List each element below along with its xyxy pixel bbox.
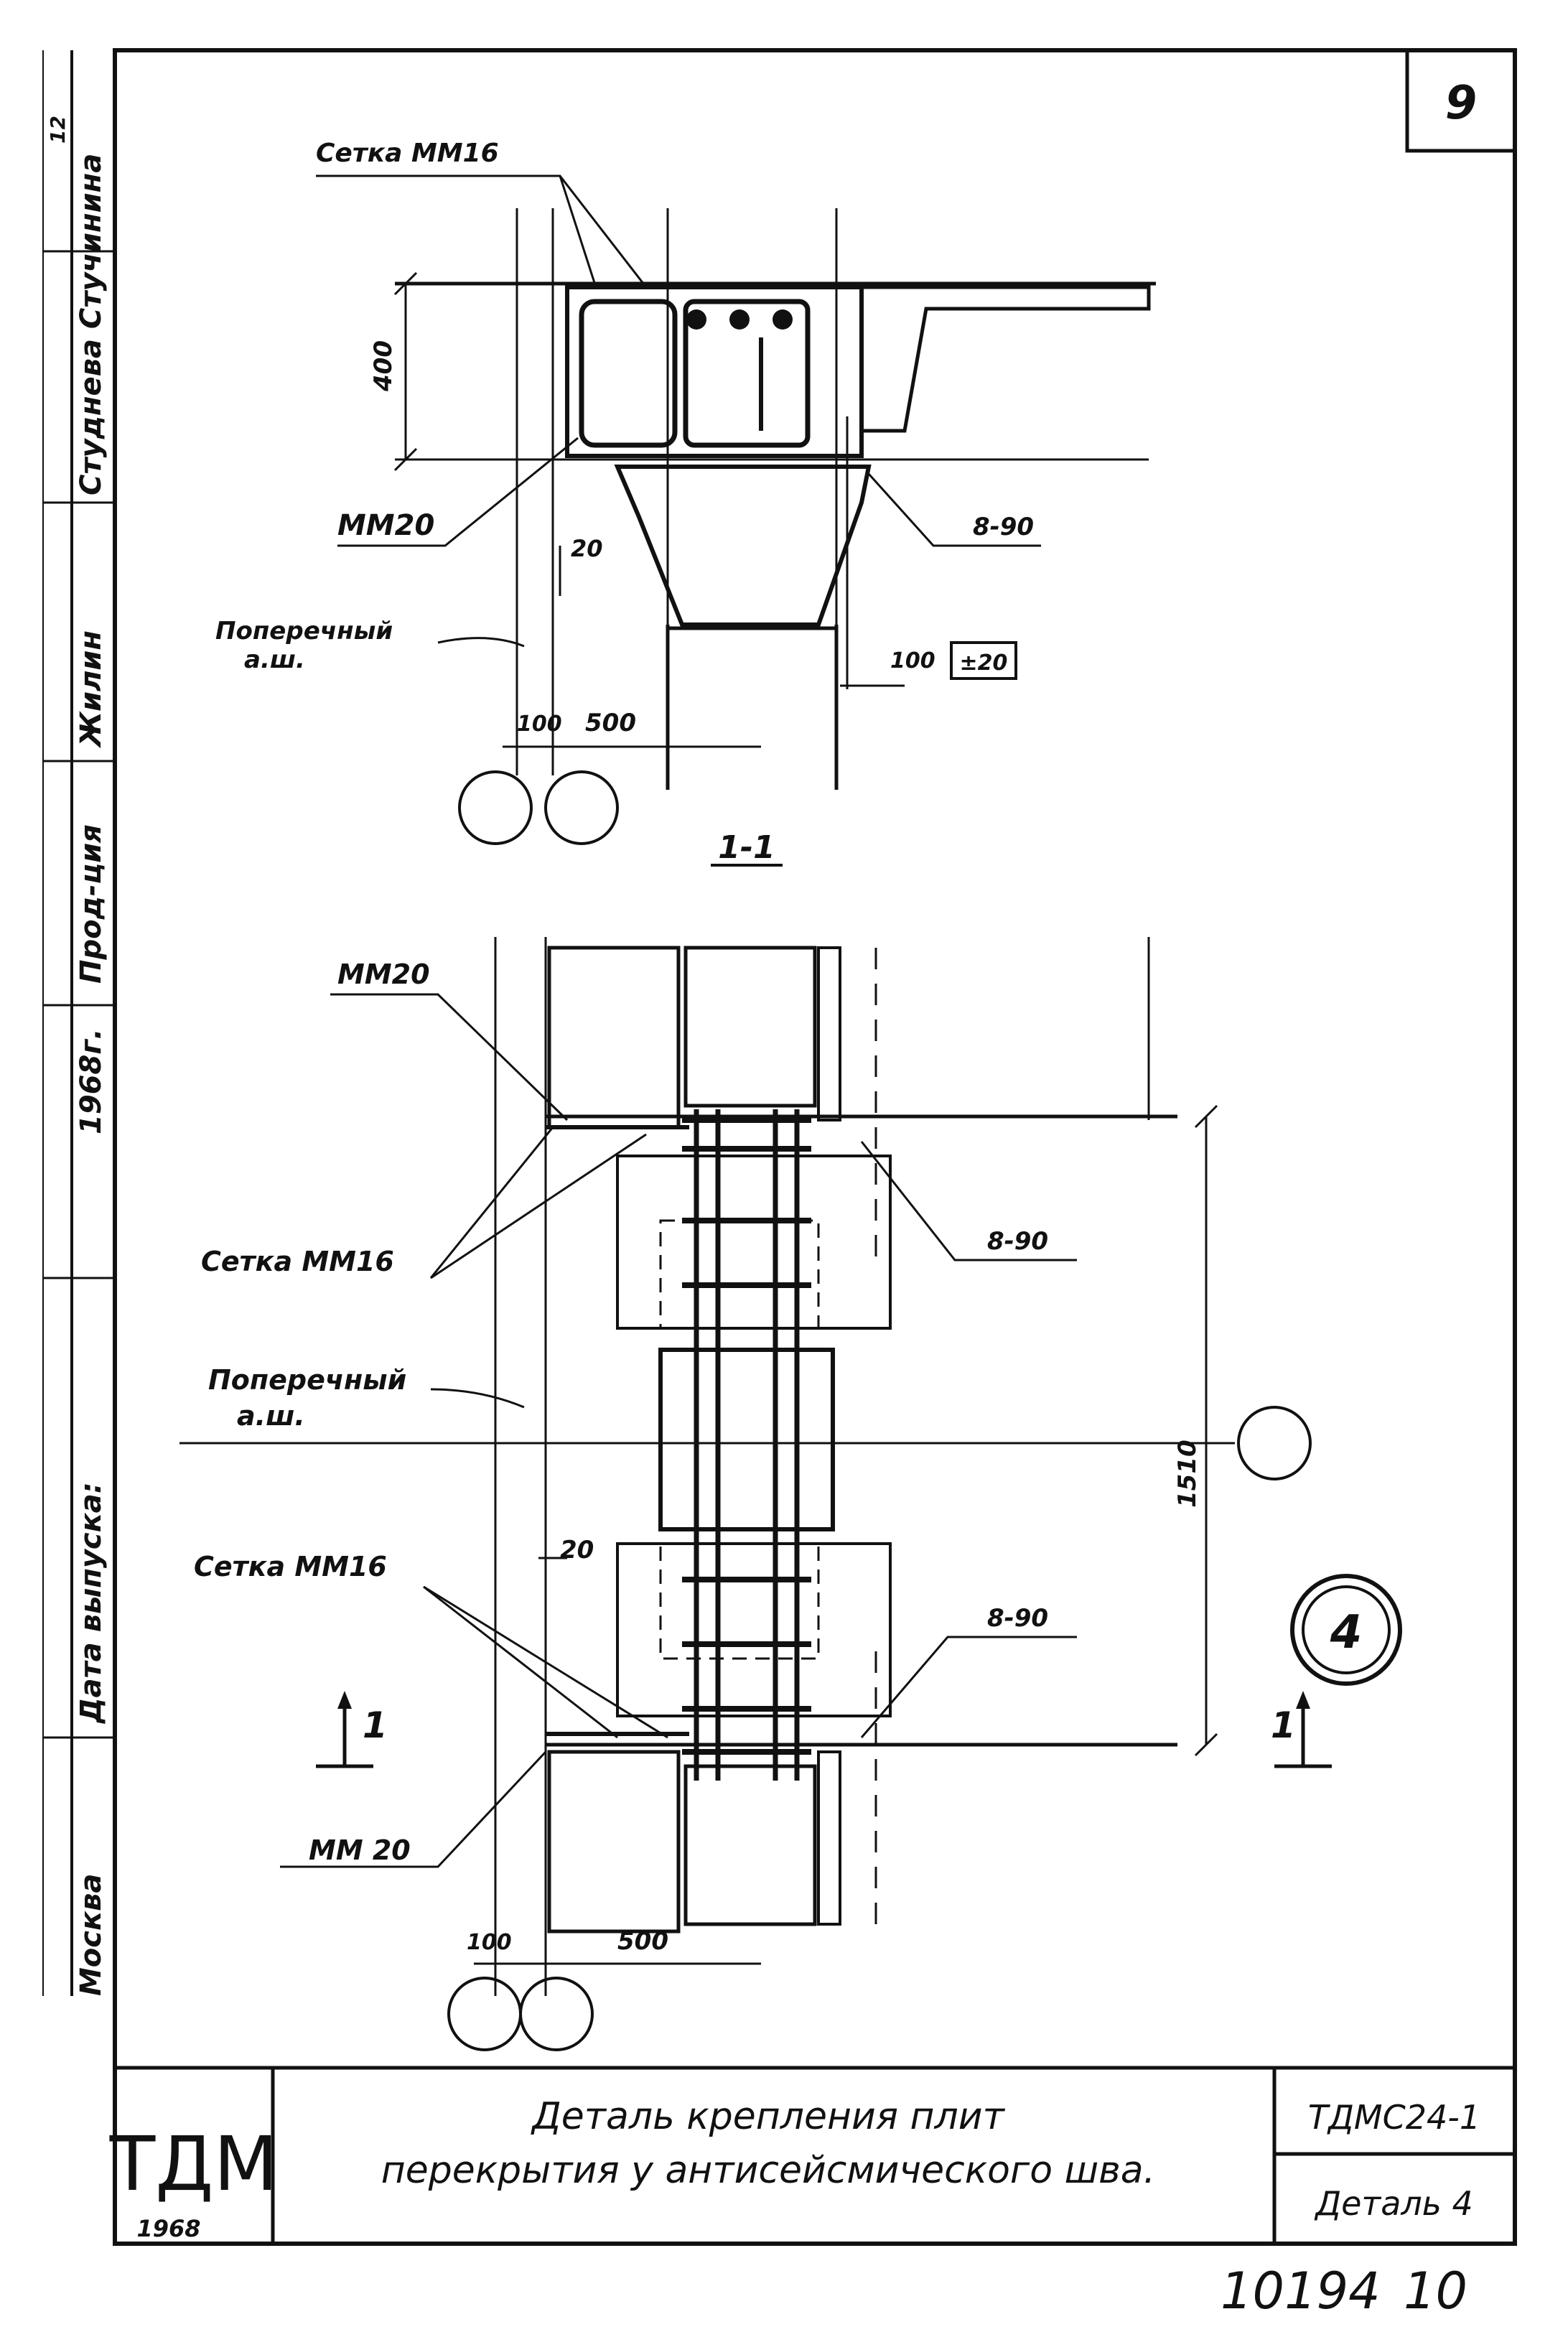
axis-bubble	[519, 1977, 594, 2051]
svg-text:1: 1	[1271, 1704, 1296, 1746]
side-stamp-production: Прод-ция	[75, 824, 108, 984]
axis-bubble	[544, 770, 619, 845]
section-cut-mark-left: 1	[316, 1691, 388, 1768]
axis-bubble	[1237, 1406, 1312, 1480]
title-block: ТДМ 1968 Деталь крепления плит перекрыти…	[109, 2068, 1515, 2244]
title-logo-year: 1968	[136, 2215, 200, 2242]
section-dim-400: 400	[369, 340, 398, 392]
title-line-1: Деталь крепления плит	[531, 2095, 1005, 2138]
title-detail: Деталь 4	[1314, 2184, 1473, 2223]
section-label-mm20: ММ20	[337, 509, 434, 542]
plan-label-mesh-top: Сетка ММ16	[201, 1246, 394, 1277]
section-cut-mark-right: 1	[1271, 1691, 1332, 1768]
section-label-joint: Поперечный	[215, 617, 393, 645]
plan-label-mm20-top: ММ20	[337, 959, 430, 990]
section-label-mesh: Сетка ММ16	[316, 139, 499, 168]
side-stamp-names: Студнева Стучинина	[75, 154, 108, 495]
section-label-joint2: а.ш.	[244, 645, 305, 674]
section-dim-box: ±20	[960, 650, 1008, 676]
detail-marker-number: 4	[1330, 1606, 1363, 1659]
plan-label-mm20-bottom: ММ 20	[309, 1834, 411, 1866]
plan-label-mesh-bottom: Сетка ММ16	[194, 1551, 387, 1582]
plan-dim-100: 100	[467, 1930, 512, 1955]
section-title: 1-1	[718, 829, 775, 866]
plan-dim-20: 20	[560, 1536, 594, 1564]
rebar-cage	[682, 1109, 811, 1781]
plan-label-joint: Поперечный	[208, 1364, 406, 1396]
title-logo: ТДМ	[109, 2120, 279, 2208]
section-label-890: 8-90	[973, 513, 1034, 541]
svg-text:1: 1	[363, 1704, 388, 1746]
footer-page: 10	[1404, 2262, 1467, 2321]
section-view: 400 20 100 500 100 ±20 Сетка ММ16 ММ20 8…	[215, 139, 1156, 867]
page-number-box: 9	[1405, 48, 1517, 153]
plan-view: 1510 20 100 500 4 1 1 ММ2	[179, 937, 1402, 2051]
footer-number: 10194	[1221, 2262, 1381, 2321]
section-dim-100a: 100	[517, 712, 562, 737]
plan-dim-1510: 1510	[1173, 1440, 1202, 1508]
side-stamp-date-label: Дата выпуска:	[75, 1482, 108, 1725]
plan-label-joint2: а.ш.	[237, 1400, 305, 1432]
page-number: 9	[1445, 77, 1478, 130]
side-stamp-number: 12	[46, 116, 70, 144]
axis-bubble	[458, 770, 533, 845]
side-stamp-signature: Жилин	[75, 630, 108, 749]
plan-label-890-bottom: 8-90	[987, 1604, 1048, 1633]
axis-bubble	[447, 1977, 522, 2051]
title-line-2: перекрытия у антисейсмического шва.	[381, 2149, 1155, 2192]
plan-dim-500: 500	[617, 1927, 668, 1956]
title-code: ТДМС24-1	[1308, 2098, 1480, 2137]
section-dim-500: 500	[585, 709, 636, 737]
footer: 10194 10	[1221, 2262, 1467, 2321]
section-dim-20: 20	[571, 535, 603, 562]
sheet-frame	[113, 48, 1517, 2246]
side-stamp-year: 1968г.	[75, 1029, 108, 1134]
section-dim-100b: 100	[890, 648, 935, 673]
plan-label-890-top: 8-90	[987, 1227, 1048, 1256]
detail-marker: 4	[1290, 1574, 1402, 1686]
side-stamp: Москва Дата выпуска: 1968г. Прод-ция Жил…	[42, 50, 115, 1996]
side-stamp-city: Москва	[75, 1874, 108, 1996]
